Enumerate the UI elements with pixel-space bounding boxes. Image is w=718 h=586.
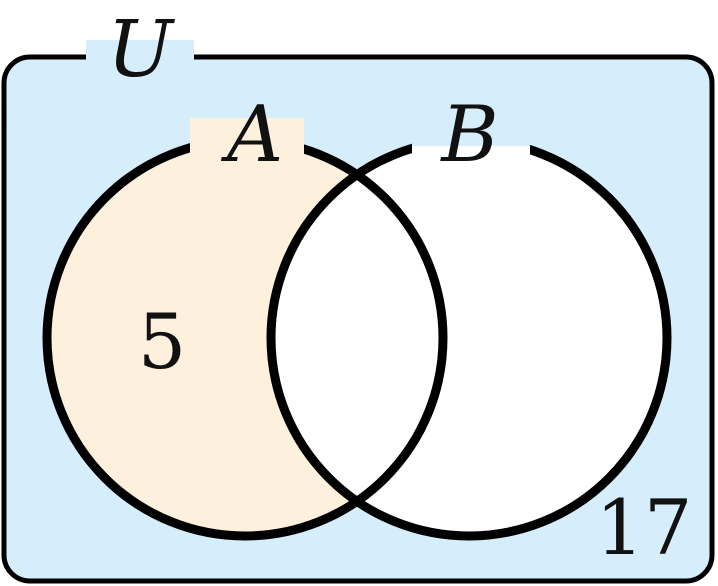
universe-label: U — [107, 5, 175, 95]
set-b-label: B — [439, 90, 498, 180]
set-b-label-gap-inner — [412, 146, 530, 156]
set-a-label-gap — [190, 118, 304, 154]
universe-label-gap — [86, 40, 194, 72]
intersection-region — [271, 140, 443, 536]
a-only-count: 5 — [138, 297, 186, 386]
outside-count: 17 — [596, 483, 693, 572]
set-a-label: A — [221, 90, 283, 180]
